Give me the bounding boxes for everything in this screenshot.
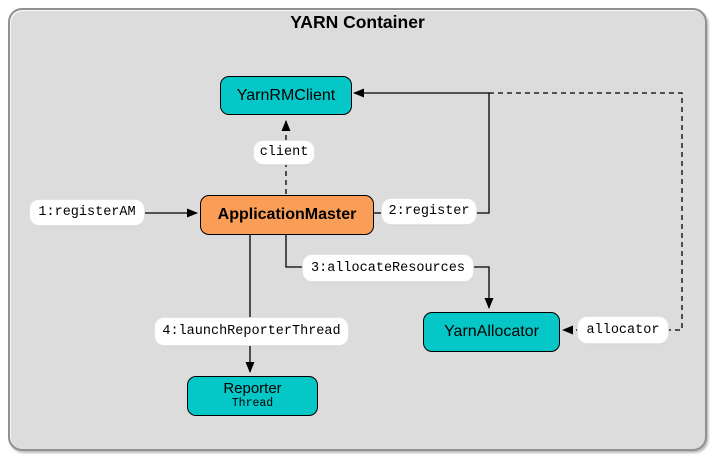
edge-label-register-am: 1:registerAM [30,200,144,225]
edge-label-allocate-resources: 3:allocateResources [303,255,473,281]
node-yarn-allocator: YarnAllocator [423,312,560,352]
edge-label-client: client [254,141,314,164]
node-yarn-allocator-label: YarnAllocator [444,323,539,340]
node-yarn-rm-client: YarnRMClient [220,76,352,115]
node-reporter-label: Reporter [223,380,282,398]
node-application-master: ApplicationMaster [200,195,374,235]
edge-allocator-dashed-arrow [489,92,683,335]
edge-allocate-resources-stub [285,234,303,268]
edge-allocate-resources-arrow [473,266,494,309]
edge-label-allocator: allocator [578,317,668,343]
node-reporter-thread: Reporter Thread [187,376,318,416]
node-reporter-sublabel: Thread [231,396,274,410]
diagram-title: YARN Container [290,12,425,32]
edge-label-launch-reporter-thread: 4:launchReporterThread [155,318,348,345]
node-application-master-label: ApplicationMaster [217,206,357,223]
node-yarn-rm-client-label: YarnRMClient [236,86,336,104]
edge-register-arrow [353,88,490,214]
edge-label-register: 2:register [382,199,476,224]
